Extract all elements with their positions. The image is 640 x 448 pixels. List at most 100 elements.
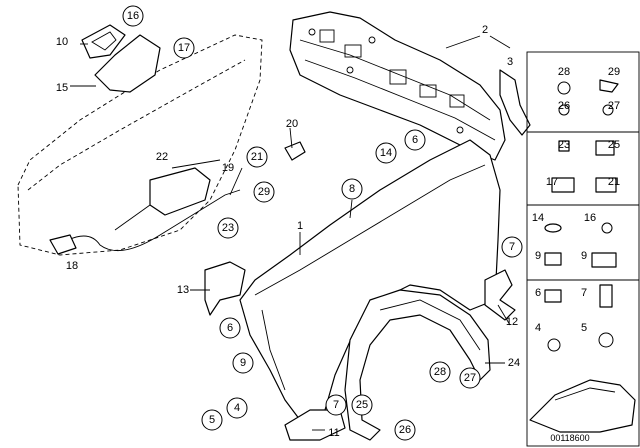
bolt-part-20	[284, 141, 306, 161]
callout-circle	[173, 37, 195, 59]
bracket-part-12	[484, 269, 516, 321]
callout-c13: 13	[177, 284, 189, 296]
side-panel-part-1	[239, 139, 501, 421]
callout-c28: 28	[429, 361, 451, 383]
callout-number: 5	[581, 322, 587, 334]
callout-c10: 10	[56, 36, 68, 48]
bracket-part-13	[204, 261, 246, 316]
callout-number: 17	[178, 42, 190, 54]
fastener-icon	[601, 222, 613, 234]
callout-number: 7	[509, 241, 515, 253]
fastener-icon	[599, 79, 619, 93]
callout-number: 10	[56, 36, 68, 48]
callout-c7c: 7	[581, 287, 587, 299]
callout-number: 28	[434, 366, 446, 378]
callout-c22: 22	[156, 151, 168, 163]
callout-c6b: 6	[219, 317, 241, 339]
callout-c12: 12	[506, 316, 518, 328]
callout-circle	[219, 317, 241, 339]
callout-number: 9	[535, 250, 541, 262]
callout-number: 1	[297, 220, 303, 232]
wheel-arch-liner	[344, 289, 491, 441]
callout-c23: 23	[558, 139, 570, 151]
callout-circle	[501, 236, 523, 258]
fastener-panel	[526, 51, 640, 447]
callout-number: 21	[608, 176, 620, 188]
fastener-icon	[558, 104, 570, 116]
callout-number: 26	[558, 100, 570, 112]
fastener-icon	[544, 223, 562, 233]
callout-number: 5	[209, 414, 215, 426]
car-thumbnail	[529, 379, 636, 433]
callout-circle	[217, 217, 239, 239]
callout-number: 13	[177, 284, 189, 296]
callout-c19: 19	[222, 162, 234, 174]
callout-c5: 5	[201, 409, 223, 431]
callout-number: 6	[535, 287, 541, 299]
callout-c26b: 26	[558, 100, 570, 112]
callout-c29: 29	[608, 66, 620, 78]
callout-number: 29	[258, 186, 270, 198]
callout-circle	[404, 129, 426, 151]
callout-c14: 14	[375, 142, 397, 164]
callout-c26: 26	[394, 419, 416, 441]
leader-lines	[70, 35, 511, 431]
callout-c17: 17	[546, 176, 558, 188]
callout-c6c: 6	[535, 287, 541, 299]
callout-c11: 11	[328, 427, 339, 439]
window-glass-outline	[17, 34, 263, 256]
callout-number: 11	[328, 427, 339, 439]
callout-number: 12	[506, 316, 518, 328]
callout-number: 7	[333, 399, 339, 411]
callout-c27b: 27	[608, 100, 620, 112]
callout-number: 18	[66, 260, 78, 272]
fastener-icon	[547, 338, 561, 352]
callout-c7b: 7	[325, 394, 347, 416]
callout-c17: 17	[173, 37, 195, 59]
callout-circle	[341, 178, 363, 200]
callout-c6: 6	[404, 129, 426, 151]
callout-number: 2	[482, 24, 488, 36]
callout-c8: 8	[341, 178, 363, 200]
fastener-icon	[599, 284, 613, 308]
callout-circle	[429, 361, 451, 383]
callout-number: 23	[222, 222, 234, 234]
callout-c4: 4	[226, 397, 248, 419]
callout-number: 16	[127, 10, 139, 22]
callout-number: 16	[584, 212, 596, 224]
callout-number: 27	[608, 100, 620, 112]
callout-number: 6	[227, 322, 233, 334]
fastener-icon	[557, 81, 571, 95]
callout-number: 6	[412, 134, 418, 146]
fastener-icon	[591, 252, 617, 268]
callout-c18: 18	[66, 260, 78, 272]
callout-circle	[232, 352, 254, 374]
actuator-part-22	[114, 167, 211, 231]
callout-c3: 3	[507, 56, 513, 68]
callout-number: 24	[508, 357, 520, 369]
callout-c24: 24	[508, 357, 520, 369]
callout-number: 14	[380, 147, 392, 159]
callout-c9b: 9	[535, 250, 541, 262]
callout-c25: 25	[351, 394, 373, 416]
callout-c2: 2	[482, 24, 488, 36]
callout-c29: 29	[253, 181, 275, 203]
callout-circle	[122, 5, 144, 27]
callout-c14: 14	[532, 212, 544, 224]
cable-part-19	[67, 189, 241, 252]
callout-number: 22	[156, 151, 168, 163]
fastener-icon	[544, 289, 562, 303]
callout-circle	[201, 409, 223, 431]
callout-c20: 20	[286, 118, 298, 130]
callout-c23: 23	[217, 217, 239, 239]
callout-number: 21	[251, 151, 263, 163]
callout-circle	[226, 397, 248, 419]
callout-number: 19	[222, 162, 234, 174]
callout-number: 26	[399, 424, 411, 436]
callout-c9: 9	[581, 250, 587, 262]
callout-c16: 16	[122, 5, 144, 27]
callout-number: 25	[356, 399, 368, 411]
bracket-part-11	[284, 409, 346, 441]
callout-circle	[394, 419, 416, 441]
